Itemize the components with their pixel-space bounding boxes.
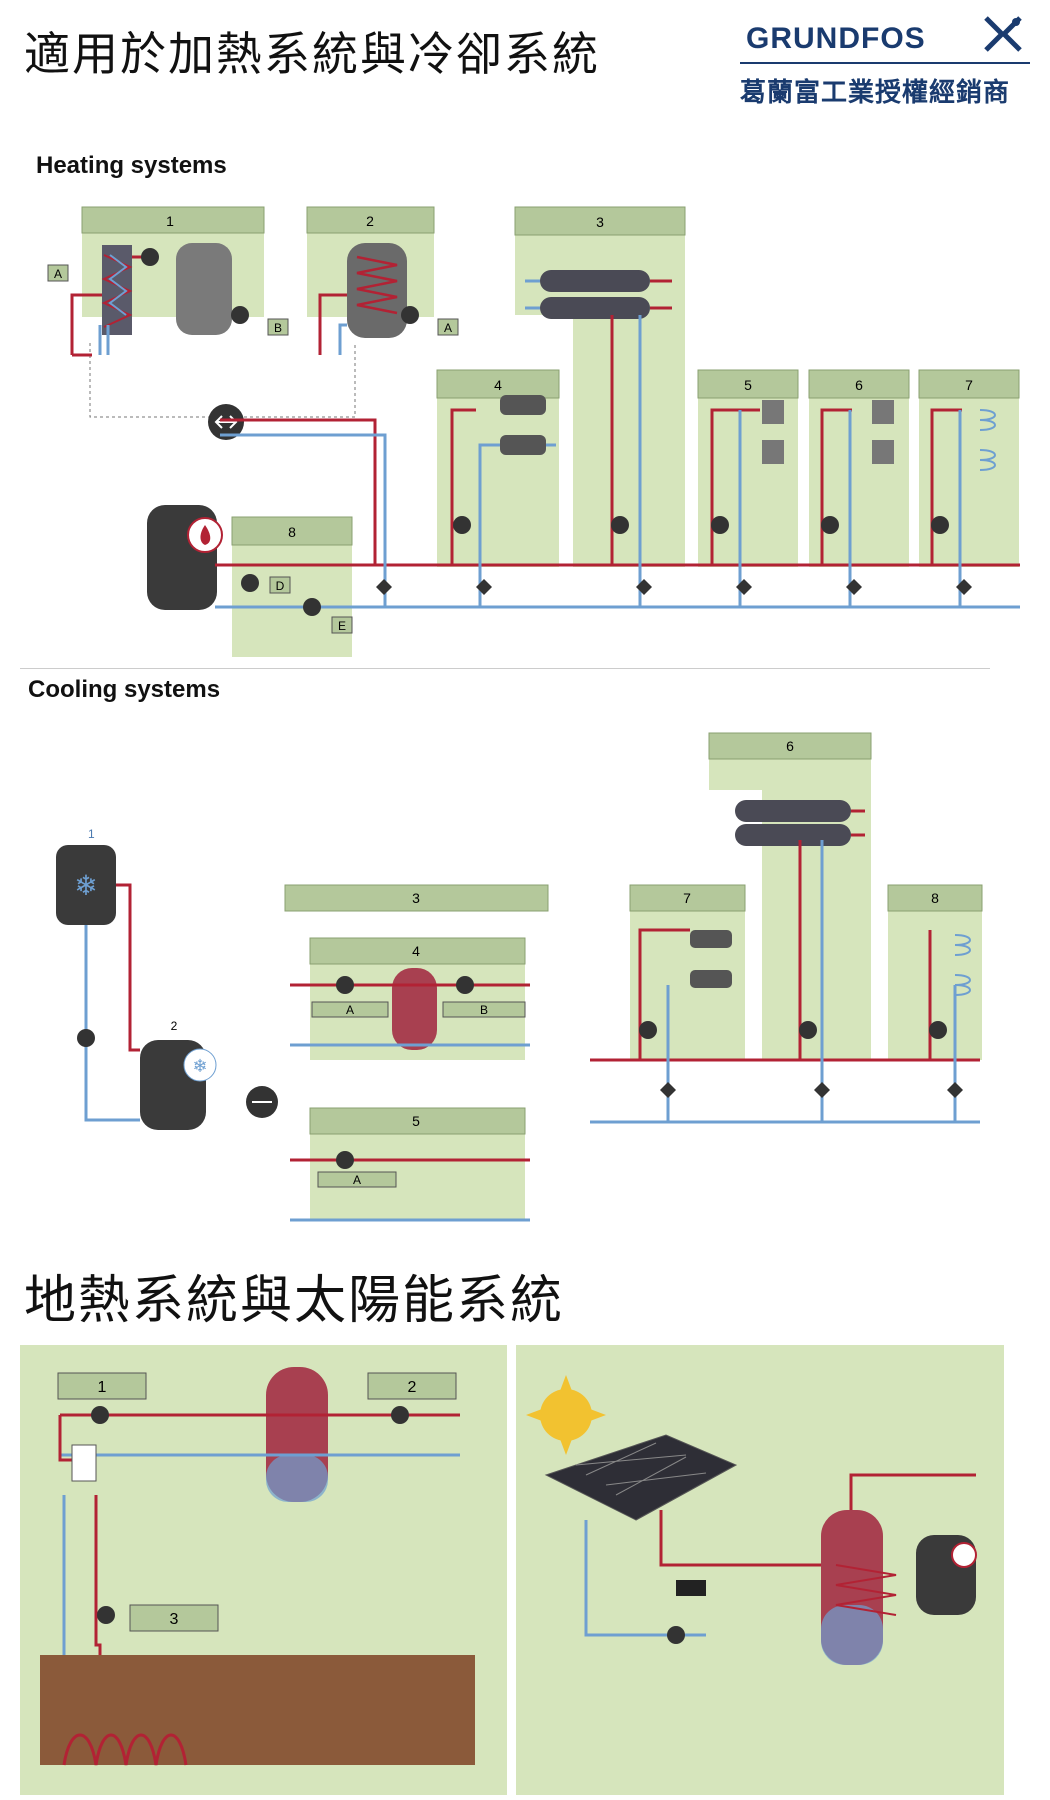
zone-label: 6: [786, 738, 794, 754]
buffer-tank-icon: [392, 968, 437, 1050]
zone-label: 2: [408, 1379, 417, 1396]
svg-text:B: B: [274, 321, 282, 335]
cooling-zone-7: 7: [629, 884, 746, 912]
heating-zone-4: 4: [436, 369, 560, 567]
cooling-zone-8: 8: [887, 884, 983, 912]
zone-label: 4: [412, 943, 420, 959]
zone-label: 5: [412, 1113, 420, 1129]
zone-label: 1: [98, 1379, 107, 1396]
brand-divider: [740, 62, 1030, 64]
cooling-zone-5: 5: [309, 1107, 526, 1135]
svg-text:B: B: [480, 1003, 488, 1017]
heating-tag: A B A D E: [47, 264, 459, 634]
zone-label: 7: [683, 890, 691, 906]
chiller-icon: [56, 845, 116, 925]
zone-label: 7: [965, 377, 973, 393]
svg-text:E: E: [338, 619, 346, 633]
ground-icon: [40, 1655, 475, 1765]
heat-pump-icon: [71, 1444, 97, 1482]
zone-label: 1: [166, 213, 174, 229]
zone-label: 3: [596, 214, 604, 230]
heating-zone-6: 6: [808, 369, 910, 567]
heating-diagram: 1 2 3 4 5 6 7 8: [47, 206, 1020, 657]
pump-icon: [141, 248, 949, 616]
hydraulic-separator-icon: [540, 270, 650, 292]
cooling-tag: A B A: [311, 1001, 526, 1188]
zone-label: 1: [88, 827, 95, 841]
zone-label: 3: [170, 1611, 179, 1628]
page-title: 適用於加熱系統與冷卻系統: [24, 27, 600, 81]
cooling-zone-6: 6: [708, 732, 872, 760]
floor-heating-icon: [979, 409, 996, 431]
section-divider: [20, 668, 990, 669]
zone-label: 2: [171, 1019, 178, 1033]
zone-label: 8: [931, 890, 939, 906]
coil-tank-icon: [347, 243, 407, 338]
radiator-icon: [762, 400, 894, 464]
zone-label: 6: [855, 377, 863, 393]
geothermal-diagram: 1 2 3: [20, 1345, 507, 1795]
hot-water-tank-icon: [176, 243, 232, 335]
zone-label: 2: [366, 213, 374, 229]
zone-label: 4: [494, 377, 502, 393]
brand-mark-icon: [984, 16, 1022, 52]
pump-icon: [91, 1406, 409, 1624]
heating-zone-7: 7: [918, 369, 1020, 567]
valve-icon: [376, 579, 972, 595]
snowflake-icon: ❄: [74, 870, 97, 901]
cooling-zone-4: 4: [309, 937, 526, 965]
brand-logo: GRUNDFOS: [746, 22, 926, 55]
zone-label: 5: [744, 377, 752, 393]
cooling-zone-3: 3: [284, 884, 549, 912]
zone-label: 3: [412, 890, 420, 906]
fan-coil-icon: [500, 395, 546, 415]
sun-icon: [526, 1375, 606, 1455]
svg-text:A: A: [54, 267, 62, 281]
cooling-section-title: Cooling systems: [28, 676, 221, 703]
flame-icon: [200, 525, 211, 545]
svg-text:A: A: [353, 1173, 361, 1187]
solar-diagram: [516, 1345, 1004, 1795]
svg-text:D: D: [276, 579, 285, 593]
pump-icon: [667, 1626, 685, 1644]
zone-label: 8: [288, 524, 296, 540]
renewable-section-title: 地熱系統與太陽能系統: [24, 1271, 565, 1331]
svg-text:A: A: [444, 321, 452, 335]
valve-icon: [660, 1082, 963, 1098]
fan-coil-icon: [500, 435, 546, 455]
pump-icon: [77, 976, 947, 1169]
cooling-diagram: 6 7 8 3 4 5 A B A 1 ❄ 2 ❄: [56, 732, 983, 1222]
dealer-label: 葛蘭富工業授權經銷商: [740, 78, 1011, 108]
controller-icon: [676, 1580, 706, 1596]
svg-text:❄: ❄: [192, 1056, 207, 1076]
heating-section-title: Heating systems: [36, 152, 227, 179]
solar-panel-icon: [544, 1434, 738, 1521]
svg-text:A: A: [346, 1003, 354, 1017]
